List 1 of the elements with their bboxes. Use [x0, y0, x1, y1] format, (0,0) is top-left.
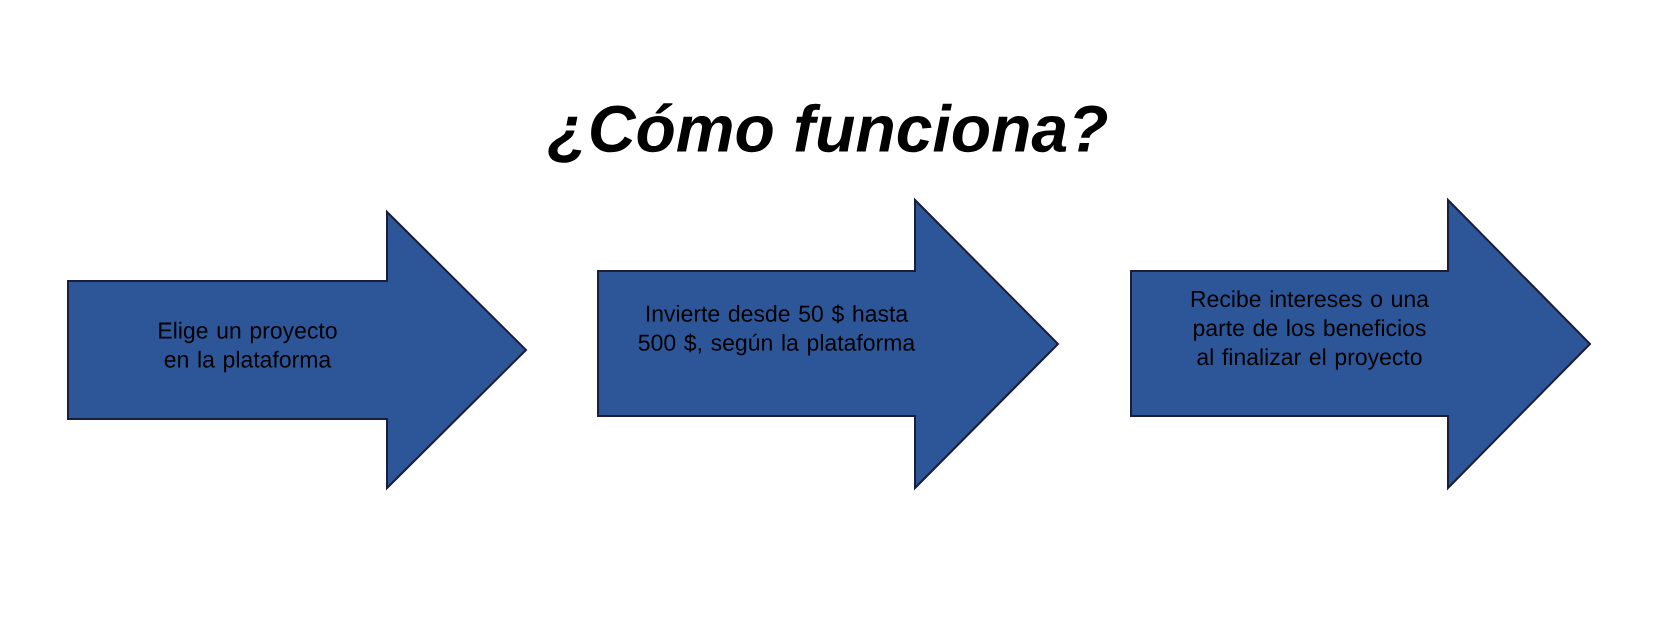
- title: ¿Cómo funciona?: [548, 103, 1108, 163]
